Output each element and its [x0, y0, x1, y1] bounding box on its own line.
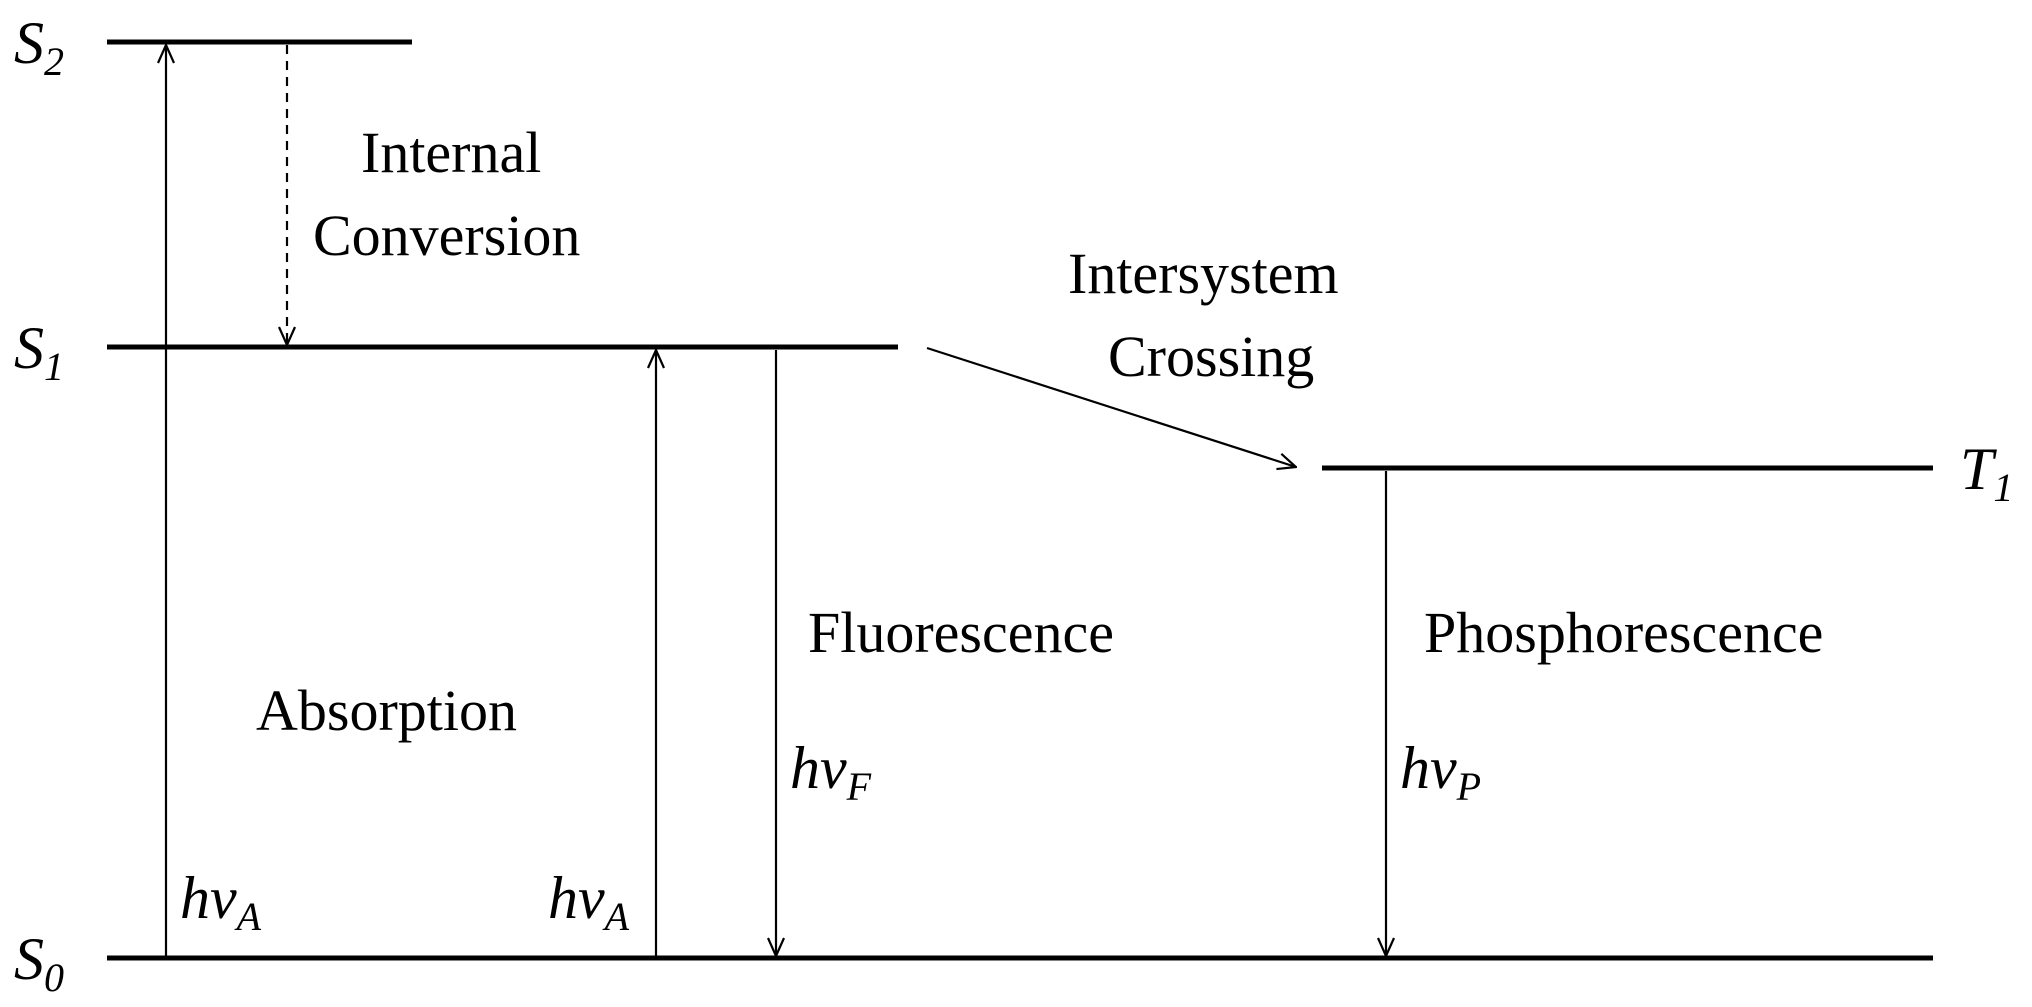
- intersystem-crossing-label-line2: Crossing: [1108, 324, 1314, 389]
- intersystem-crossing-label-line1: Intersystem: [1068, 241, 1339, 306]
- photon-phosphorescence-label: hvP: [1400, 735, 1481, 809]
- s0-level-label: S0: [14, 926, 64, 1000]
- s1-level-label: S1: [14, 315, 64, 389]
- fluorescence-label: Fluorescence: [808, 600, 1114, 665]
- absorption-label: Absorption: [256, 678, 517, 743]
- internal-conversion-label-line2: Conversion: [313, 203, 580, 268]
- s2-level-label: S2: [14, 10, 64, 84]
- photon-fluorescence-label: hvF: [790, 735, 872, 809]
- photon-absorption-s2-label: hvA: [180, 865, 262, 939]
- t1-level-label: T1: [1960, 436, 2013, 510]
- intersystem-crossing-arrow: [926, 346, 1296, 467]
- photon-absorption-s1-label: hvA: [548, 865, 630, 939]
- internal-conversion-label-line1: Internal: [361, 120, 541, 185]
- phosphorescence-label: Phosphorescence: [1424, 600, 1823, 665]
